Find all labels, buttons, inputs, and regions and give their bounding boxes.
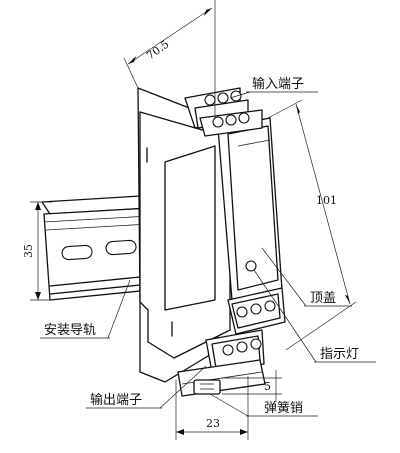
label-spring-pin: 弹簧销 — [209, 393, 318, 417]
dim-pin-value: 5 — [264, 380, 271, 393]
rail-slot — [105, 239, 137, 256]
dim-depth-value: 70.5 — [144, 38, 171, 63]
terminal-screw — [236, 341, 248, 353]
label-top-cover: 顶盖 — [261, 247, 352, 307]
terminal-screw — [264, 300, 276, 312]
top-cover-label: 顶盖 — [310, 291, 336, 306]
terminal-screw — [222, 344, 234, 356]
module-front — [217, 117, 283, 301]
output-terminal-label: 输出端子 — [90, 392, 142, 408]
terminal-screw — [236, 306, 248, 318]
terminal-screw — [250, 338, 262, 350]
dim-width: 23 — [175, 376, 249, 440]
label-indicator-light: 指示灯 — [253, 269, 376, 363]
label-input-terminal: 输入端子 — [229, 76, 318, 99]
module-base — [177, 359, 266, 397]
side-label-window — [164, 145, 216, 311]
din-rail — [41, 195, 151, 301]
spring-pin — [193, 379, 221, 395]
terminal-screw — [238, 112, 250, 124]
terminal-screw — [204, 94, 216, 106]
terminal-screw — [225, 114, 237, 126]
dim-rail-height: 35 — [22, 201, 52, 301]
label-output-terminal: 输出端子 — [86, 365, 207, 409]
dim-height: 101 — [267, 99, 357, 351]
output-terminal-block-upper — [227, 287, 286, 335]
mounting-rail-label: 安装导轨 — [44, 323, 96, 338]
terminal-screw — [217, 92, 229, 104]
output-terminal-block-lower — [205, 329, 265, 373]
indicator-led — [245, 260, 257, 272]
dim-pin: 5 — [222, 370, 282, 402]
dim-rail-height-value: 35 — [22, 244, 35, 258]
spring-pin-label: 弹簧销 — [264, 400, 303, 416]
label-mounting-rail: 安装导轨 — [40, 279, 131, 339]
terminal-screw — [212, 116, 224, 128]
indicator-light-label: 指示灯 — [320, 347, 359, 362]
input-terminal-block — [184, 87, 263, 137]
input-terminal-label: 输入端子 — [252, 76, 304, 92]
terminal-screw — [250, 303, 262, 315]
dim-width-value: 23 — [206, 417, 220, 430]
dim-height-value: 101 — [316, 194, 337, 207]
rail-slot — [61, 244, 93, 261]
